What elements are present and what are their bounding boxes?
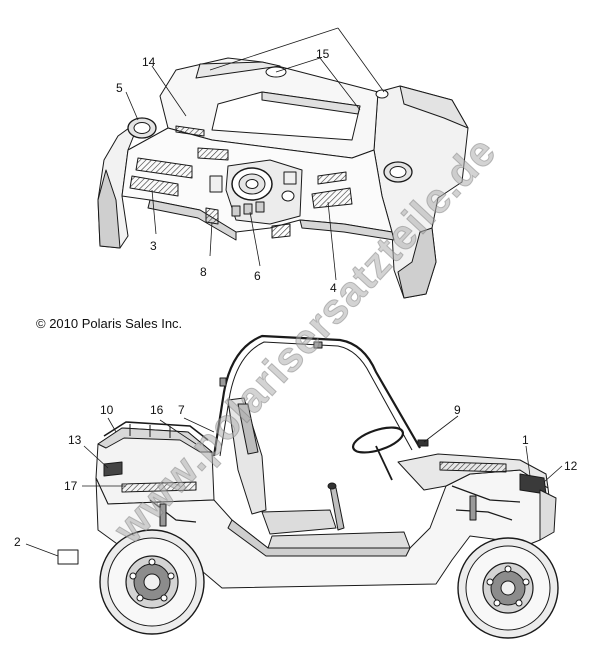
callout-6: 6 (254, 269, 261, 283)
seat-bottom (261, 509, 337, 535)
decal-right-upper (317, 171, 347, 185)
callout-3: 3 (150, 239, 157, 253)
floor-panel (267, 531, 411, 549)
rear-label-rect (57, 549, 79, 565)
callout-17: 17 (64, 479, 78, 493)
callout-10: 10 (100, 403, 114, 417)
callout-15: 15 (316, 47, 330, 61)
bottom-leader-lines (25, 415, 563, 557)
callout-12: 12 (564, 459, 578, 473)
callout-1: 1 (522, 433, 529, 447)
callout-13: 13 (68, 433, 82, 447)
front-hood (397, 453, 549, 491)
callout-8: 8 (200, 265, 207, 279)
front-bumper (539, 489, 557, 541)
roll-cage (212, 334, 421, 457)
steering-decal (417, 439, 429, 447)
decal-right-panel (311, 187, 353, 209)
cage-clip (313, 341, 323, 349)
top-leader-lines (125, 27, 385, 281)
rear-wheel (99, 529, 205, 635)
dash-hood-assembly (97, 57, 469, 299)
decal-left-panel (129, 175, 179, 197)
switch-2 (243, 203, 253, 215)
callout-5: 5 (116, 81, 123, 95)
callout-2: 2 (14, 535, 21, 549)
callout-7: 7 (178, 403, 185, 417)
decal-left-dash (135, 157, 193, 179)
callout-16: 16 (150, 403, 164, 417)
right-fender-shade (397, 227, 437, 299)
front-wheel (457, 537, 559, 639)
seat-back (227, 397, 267, 515)
vehicle-side-view (57, 334, 559, 639)
decal-lower-left (205, 207, 219, 225)
switch-1 (231, 205, 241, 217)
rear-decal (121, 481, 197, 493)
steering-wheel (351, 426, 405, 454)
cargo-rack (103, 421, 209, 441)
decal-hood-strip (175, 125, 205, 137)
callout-9: 9 (454, 403, 461, 417)
decal-lower-right (271, 223, 291, 239)
switch-3 (255, 201, 265, 213)
callout-4: 4 (330, 281, 337, 295)
taillight (103, 461, 123, 477)
decal-center-left (197, 147, 229, 161)
copyright-text: © 2010 Polaris Sales Inc. (36, 316, 183, 331)
callout-14: 14 (142, 55, 156, 69)
front-decal (439, 461, 507, 473)
